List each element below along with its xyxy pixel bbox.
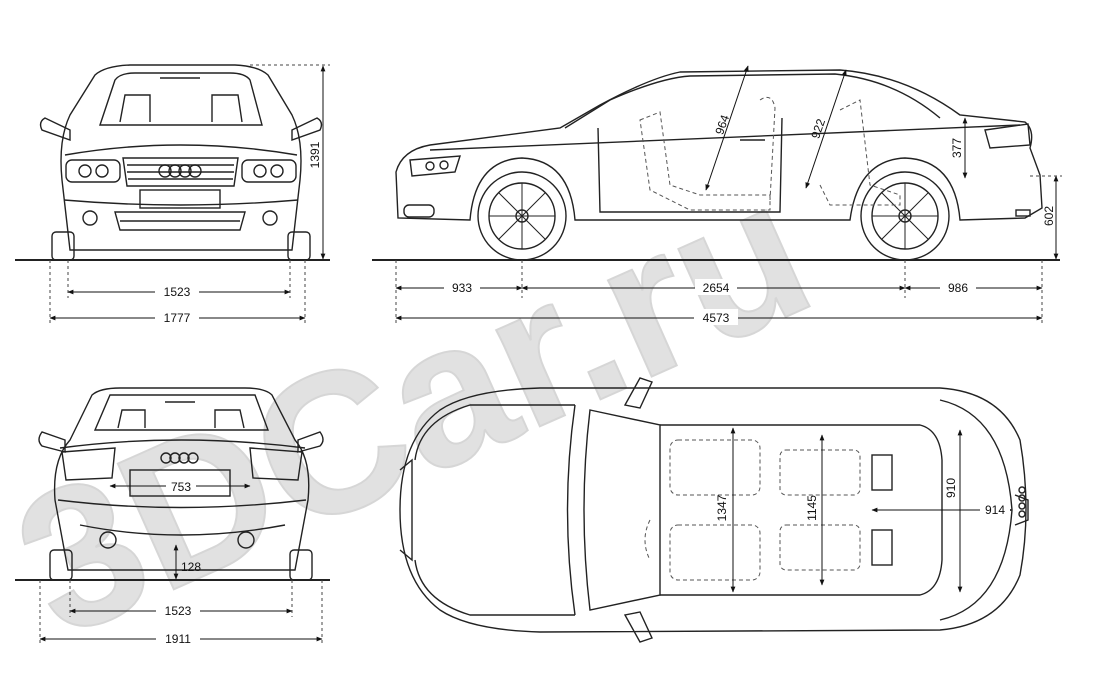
dim-rear-plate-width: 753 [171,480,191,494]
dim-rear-headroom: 922 [808,117,828,141]
watermark-text: 3DCar.ru [0,136,839,679]
front-view [39,64,323,261]
dim-front-headroom: 964 [712,113,732,137]
dim-overall-length: 4573 [703,311,730,325]
watermark-layer: 3DCar.ru [0,135,840,680]
dim-rear-overhang: 986 [948,281,968,295]
dim-mirror-width: 1911 [165,632,191,646]
dimension-labels: 1523 1777 1391 933 2654 986 4573 964 922… [155,113,1056,646]
dim-loading-sill: 602 [1042,206,1056,226]
dim-front-height: 1391 [308,141,322,168]
dim-trunk-length: 914 [985,503,1005,517]
dim-rear-shoulder: 1145 [805,495,819,521]
dim-rear-track: 1523 [165,604,192,618]
dim-front-width: 1777 [164,311,191,325]
rear-view [38,387,324,581]
dim-trunk-height: 377 [950,138,964,158]
side-view [395,69,1043,261]
dim-ground-clearance: 128 [181,560,201,574]
dim-front-shoulder: 1347 [715,494,729,521]
dim-front-track: 1523 [164,285,191,299]
dim-front-overhang: 933 [452,281,472,295]
dim-trunk-width: 910 [944,478,958,498]
dim-wheelbase: 2654 [703,281,730,295]
